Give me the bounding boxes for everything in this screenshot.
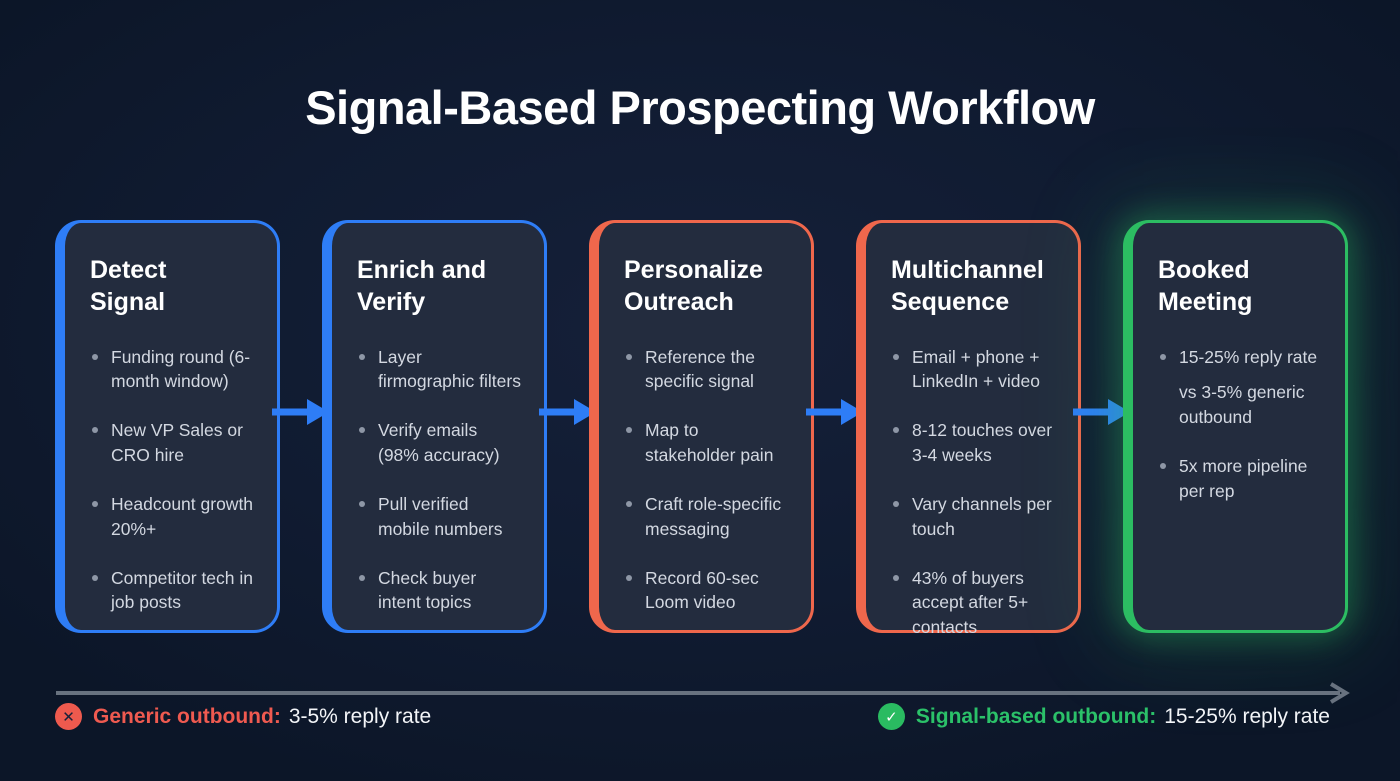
bullet-list: Reference the specific signal Map to sta… [624,345,789,616]
bullet-dot [359,574,365,581]
connector [1073,220,1130,633]
note-label: Signal-based outbound: [915,704,1157,728]
timeline-axis [56,682,1350,704]
bullet-item: Competitor tech in job posts [90,566,255,616]
check-circle-icon: ✓ [877,703,905,730]
bullet-item: 8-12 touches over 3-4 weeks [891,418,1056,468]
bullet-item: Check buyer intent topics [357,566,522,616]
note-value: 3-5% reply rate [288,704,432,728]
bullet-dot [893,353,899,360]
timeline-arrow-icon [1329,682,1350,704]
bullet-item: Verify emails (98% accuracy) [357,418,522,468]
bullet-list: Email + phone + LinkedIn + video 8-12 to… [891,345,1056,641]
flow-arrow-icon [1073,399,1130,425]
bullet-dot [92,500,98,507]
bullet-dot [92,427,98,434]
card-personalize-outreach: Personalize Outreach Reference the speci… [589,220,814,633]
bullet-dot [893,500,899,507]
bullet-dot [92,574,98,581]
flow-arrow-icon [272,399,329,425]
bullet-item: New VP Sales or CRO hire [90,418,255,468]
note-label: Generic outbound: [93,704,281,728]
bullet-item: Vary channels per touch [891,492,1056,542]
bullet-dot [626,353,632,360]
bullet-list: Layer firmographic filters Verify emails… [357,345,522,616]
bullet-item: Email + phone + LinkedIn + video [891,345,1056,395]
signal-based-outbound-note: ✓ Signal-based outbound: 15-25% reply ra… [877,703,1330,730]
note-value: 15-25% reply rate [1164,704,1330,728]
bullet-dot [626,500,632,507]
bullet-dot [92,353,98,360]
generic-outbound-note: ✕ Generic outbound: 3-5% reply rate [55,703,431,730]
card-multichannel-sequence: Multichannel Sequence Email + phone + Li… [856,220,1081,637]
bullet-item: Headcount growth 20%+ [90,492,255,542]
bullet-item: Layer firmographic filters [357,345,522,395]
bullet-item: 5x more pipeline per rep [1158,454,1323,504]
bullet-dot [626,574,632,581]
connector [539,220,596,633]
bullet-list: Funding round (6-month window) New VP Sa… [90,345,255,616]
bullet-dot [1160,353,1166,360]
bullet-item: Map to stakeholder pain [624,418,789,468]
connector [806,220,863,633]
bullet-item: Craft role-specific messaging [624,492,789,542]
card-title: Enrich and Verify [357,256,487,316]
card-title: Multichannel Sequence [891,256,1044,316]
bullet-dot [1160,463,1166,470]
bullet-dot [359,427,365,434]
bullet-dot [359,353,365,360]
bullet-dot [626,427,632,434]
workflow-steps-row: Detect Signal Funding round (6-month win… [55,220,1348,637]
flow-arrow-icon [806,399,863,425]
bullet-item: Reference the specific signal [624,345,789,395]
flow-arrow-icon [539,399,596,425]
bullet-dot [893,427,899,434]
bullet-dot [893,574,899,581]
bullet-item: Pull verified mobile numbers [357,492,522,542]
bullet-item: Funding round (6-month window) [90,345,255,395]
bullet-item: 43% of buyers accept after 5+ contacts [891,566,1056,641]
card-detect-signal: Detect Signal Funding round (6-month win… [55,220,280,633]
bullet-item: Record 60-sec Loom video [624,566,789,616]
page-title: Signal-Based Prospecting Workflow [305,81,1095,134]
bullet-dot [359,500,365,507]
card-enrich-verify: Enrich and Verify Layer firmographic fil… [322,220,547,633]
card-title: Booked Meeting [1158,256,1253,316]
connector [272,220,329,633]
x-circle-icon: ✕ [55,703,82,730]
card-title: Personalize Outreach [624,256,763,316]
card-title: Detect Signal [90,256,167,316]
